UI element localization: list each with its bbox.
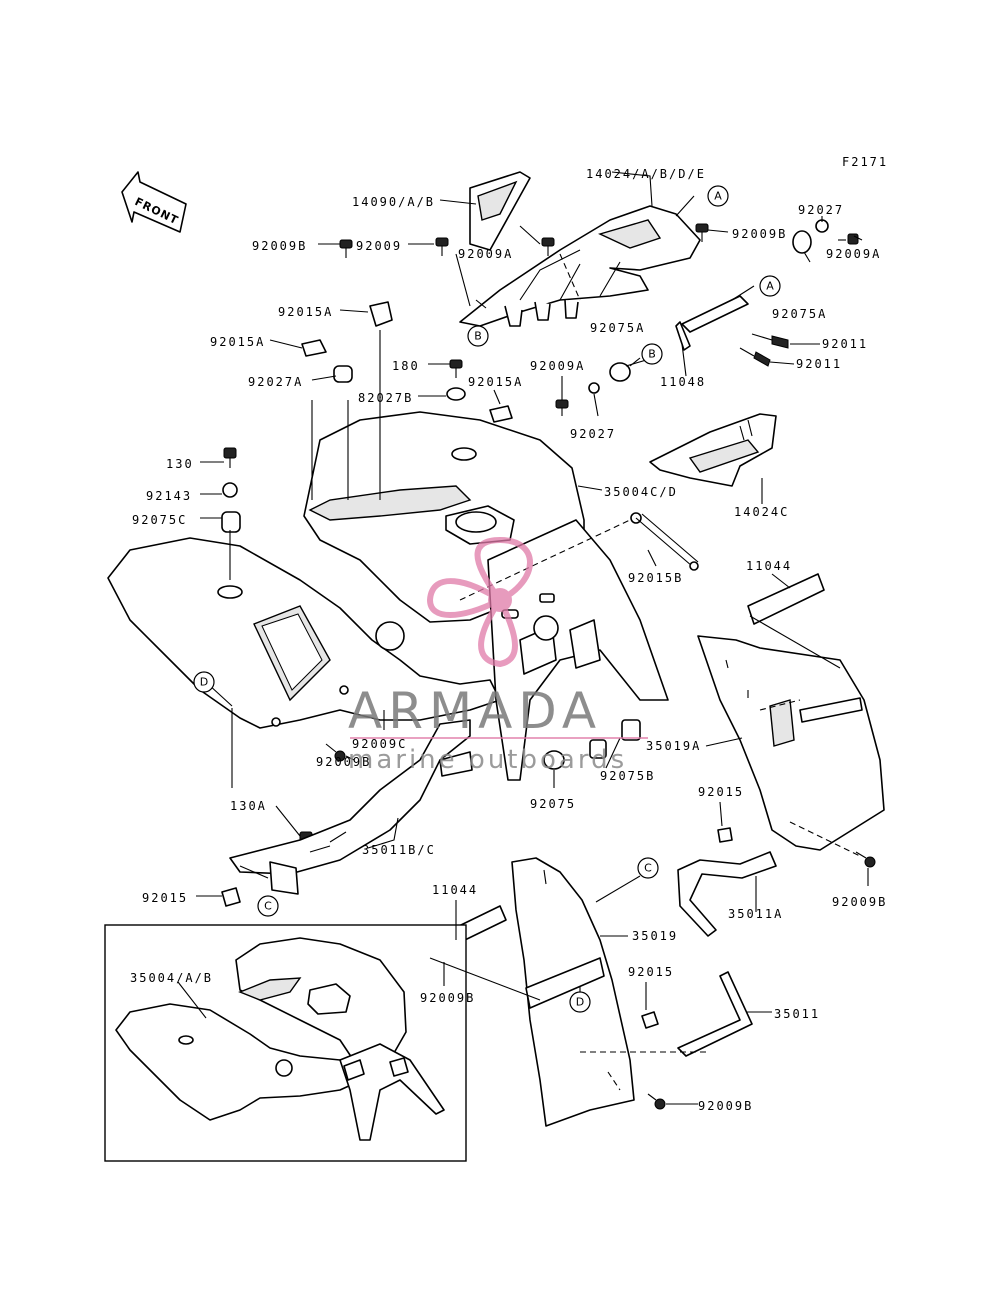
svg-text:D: D [576,996,584,1009]
part-label: 92015 [698,785,744,799]
part-label: 92009A [458,247,513,261]
part-label: 92009A [530,359,585,373]
svg-text:D: D [200,676,208,689]
rear-mud-flap-part [697,635,885,851]
rod-part [630,512,699,571]
part-label: 82027B [358,391,413,405]
callout-b-2: B [641,343,663,365]
fender-stay-part [229,719,473,895]
svg-text:C: C [644,862,652,875]
part-label: 92143 [146,489,192,503]
svg-text:B: B [648,348,656,361]
clip-nut-icon [221,301,733,1029]
part-label: 92009B [698,1099,753,1113]
svg-text:A: A [714,190,722,203]
part-label: 92075A [772,307,827,321]
svg-text:C: C [264,900,272,913]
part-label: 92009B [832,895,887,909]
part-label: 11044 [432,883,478,897]
inset-box [104,924,467,1162]
part-label: 130A [230,799,267,813]
part-label: 35004C/D [604,485,678,499]
part-label: 35011A [728,907,783,921]
part-label: 92027A [248,375,303,389]
part-label: 92027 [570,427,616,441]
part-label: 92015A [468,375,523,389]
part-label: 92009B [420,991,475,1005]
callout-c-2: C [257,895,279,917]
part-label: 14024C [734,505,789,519]
part-label: 35004/A/B [130,971,213,985]
figure-code: F2171 [842,155,888,169]
part-label: 92075C [132,513,187,527]
part-label: 130 [166,457,194,471]
part-label: 11044 [746,559,792,573]
part-label: 92009B [252,239,307,253]
callout-a-1: A [707,185,729,207]
grommet-icon [221,230,812,770]
watermark-brand: ARMADA [348,682,602,740]
part-label: 35019 [632,929,678,943]
part-label: 92027 [798,203,844,217]
part-label: 92015 [142,891,188,905]
tail-bracket-part [675,295,749,351]
lower-mud-flap-part [511,857,635,1127]
part-label: 92009B [732,227,787,241]
rear-plate-part [649,413,777,487]
carrier-bracket-part [459,205,701,327]
part-label: 92009 [356,239,402,253]
part-label: 11048 [660,375,706,389]
watermark-logo-icon [426,536,533,668]
part-label: 92009B [316,755,371,769]
callout-d-2: D [569,991,591,1013]
part-label: 14090/A/B [352,195,435,209]
part-label: 92011 [822,337,868,351]
part-label: 92075 [530,797,576,811]
part-label: 92075A [590,321,645,335]
side-stay-part [677,851,777,1057]
part-label: 92015A [278,305,333,319]
callout-b-1: B [467,325,489,347]
front-arrow-icon: FRONT [121,171,187,233]
part-label: 35019A [646,739,701,753]
part-label: 35011 [774,1007,820,1021]
callout-c-1: C [637,857,659,879]
part-label: 35011B/C [362,843,436,857]
part-label: 92015B [628,571,683,585]
part-label: 92075B [600,769,655,783]
mudguard-center-part [487,519,669,781]
svg-text:B: B [474,330,482,343]
part-label: 92009A [826,247,881,261]
watermark-tagline: marine outboards [348,745,627,775]
part-label: 92015A [210,335,265,349]
part-labels: 14090/A/B 14024/A/B/D/E 92009 92009A 920… [130,167,887,1113]
seat-cover-part [469,171,531,251]
part-label: 180 [392,359,420,373]
part-label: 92011 [796,357,842,371]
callout-a-2: A [759,275,781,297]
part-label: 92009C [352,737,407,751]
part-label: 14024/A/B/D/E [586,167,706,181]
washer-icon [222,219,829,498]
part-label: 92015 [628,965,674,979]
svg-text:A: A [766,280,774,293]
callout-d-1: D [193,671,215,693]
